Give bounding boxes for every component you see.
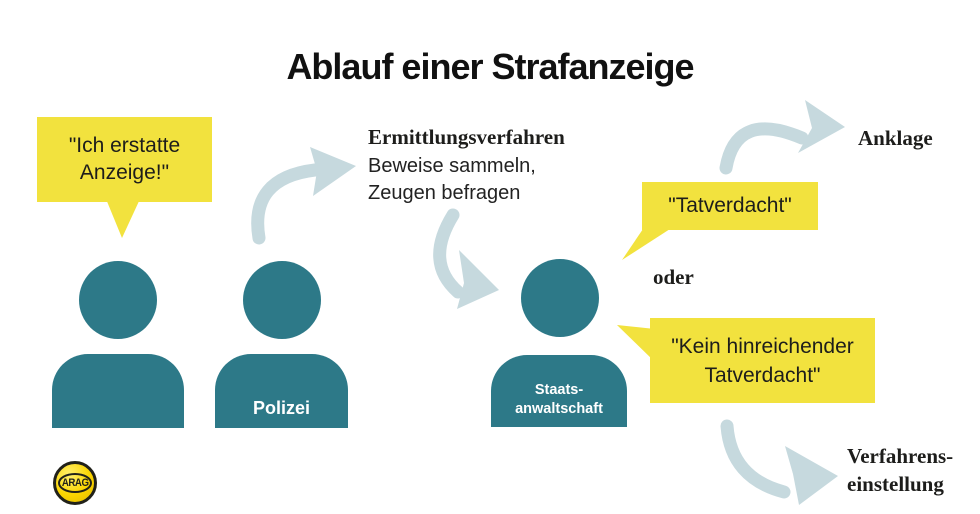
dismissal-label-line2: einstellung: [847, 472, 944, 496]
nosuspicion-bubble-tail: [617, 325, 655, 362]
suspicion-speech-bubble: "Tatverdacht": [642, 182, 818, 230]
citizen-person-icon: [79, 261, 157, 339]
police-person-icon: [243, 261, 321, 339]
page-title: Ablauf einer Strafanzeige: [286, 46, 694, 88]
police-person-body: Polizei: [215, 354, 348, 428]
report-speech-bubble: "Ich erstatte Anzeige!": [37, 117, 212, 202]
no-suspicion-line1: "Kein hinreichender: [671, 335, 854, 358]
charge-outcome-label: Anklage: [858, 126, 933, 150]
dismissal-label-line1: Verfahrens-: [847, 444, 954, 468]
police-label: Polizei: [252, 398, 310, 418]
report-bubble-line1: "Ich erstatte: [68, 134, 181, 157]
arag-logo-oval: ARAG: [58, 473, 92, 493]
prosecutor-person-body: Staats- anwaltschaft: [491, 355, 627, 427]
arrow-suspicion-to-charge-icon: [719, 100, 845, 175]
prosecutor-label-line1: Staats-: [534, 382, 584, 398]
investigation-desc-line1: Beweise sammeln,: [368, 155, 536, 177]
arrow-citizen-to-investigation-icon: [251, 147, 356, 245]
arag-logo-text: ARAG: [61, 477, 89, 489]
report-bubble-tail: [106, 199, 140, 238]
suspicion-bubble-label: "Tatverdacht": [668, 194, 792, 217]
investigation-step-title: Ermittlungsverfahren: [368, 125, 565, 149]
citizen-person-body: [52, 354, 184, 428]
no-suspicion-line2: Tatverdacht": [704, 364, 821, 387]
report-bubble-line2: Anzeige!": [79, 161, 170, 184]
prosecutor-person-icon: [521, 259, 599, 337]
arrow-nosuspicion-to-dismissal-icon: [720, 419, 838, 505]
dismissal-outcome-label: Verfahrens- einstellung: [847, 442, 953, 498]
prosecutor-label: Staats- anwaltschaft: [491, 381, 627, 419]
or-connector-label: oder: [653, 265, 694, 289]
suspicion-bubble-tail: [622, 229, 670, 260]
no-suspicion-speech-bubble: "Kein hinreichender Tatverdacht": [650, 318, 875, 403]
investigation-step-description: Beweise sammeln, Zeugen befragen: [368, 153, 536, 207]
arrow-investigation-to-prosecutor-icon: [433, 208, 499, 309]
prosecutor-label-line2: anwaltschaft: [515, 401, 603, 417]
arag-logo: ARAG: [53, 461, 97, 505]
investigation-desc-line2: Zeugen befragen: [368, 182, 521, 204]
